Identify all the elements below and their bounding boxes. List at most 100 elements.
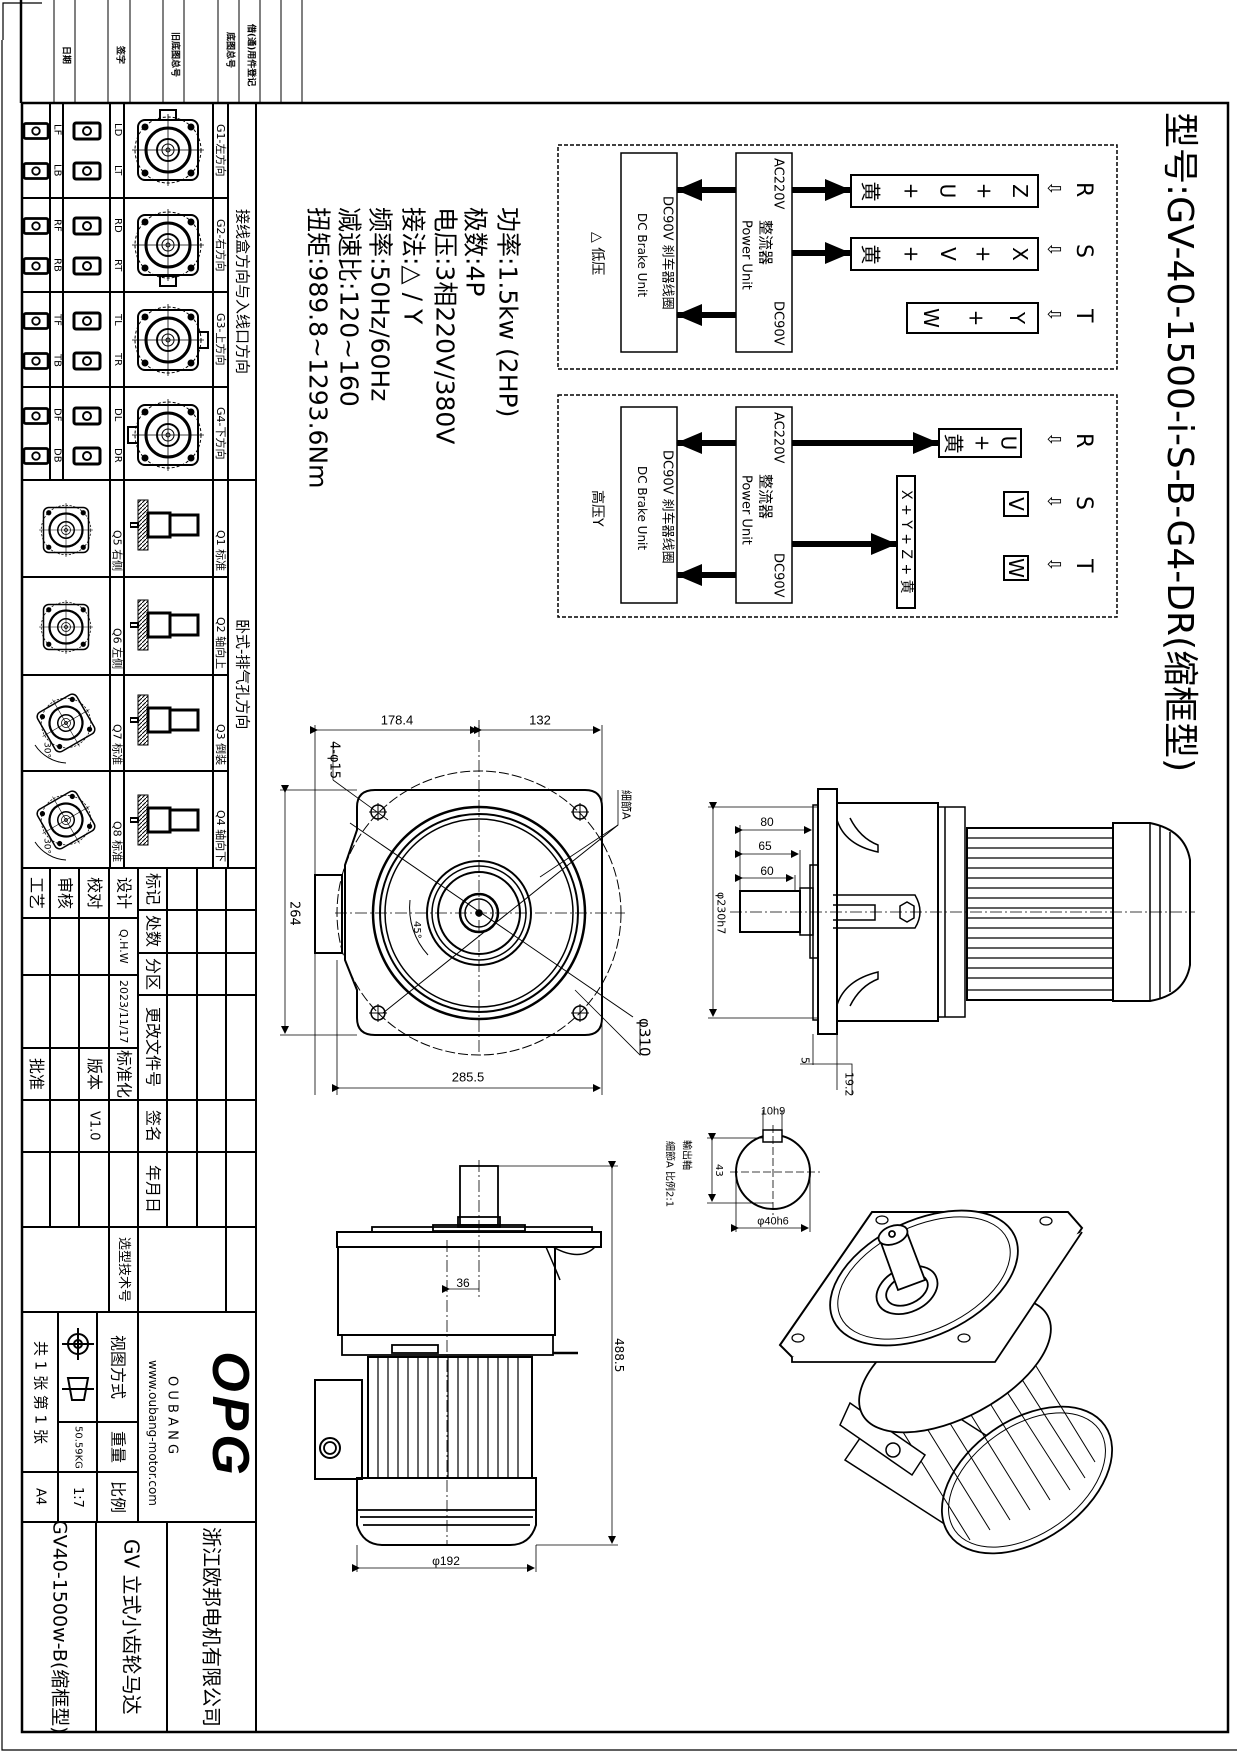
- variant-label: TL: [112, 314, 123, 326]
- arrow-left-icon: ⇦: [1047, 491, 1063, 512]
- dim-shaft-80: 80: [760, 815, 774, 829]
- dim-shaft-h: 43: [713, 1163, 724, 1177]
- terminal-box-w: W: [1003, 555, 1029, 581]
- box-char: X: [1007, 247, 1032, 261]
- tb-design-date: 2023/11/17: [117, 979, 130, 1044]
- side-view: [708, 788, 1195, 1095]
- high-voltage-label: 高压Y: [589, 489, 605, 527]
- title-strip-grid: [22, 103, 257, 1732]
- dim-key: 10h9: [760, 1105, 786, 1118]
- rectifier-box-high: [735, 406, 793, 604]
- spec-frequency: 频率:50Hz/60Hz: [365, 207, 395, 402]
- terminal-s: S: [1071, 244, 1096, 258]
- arrow-left-icon: ⇦: [1047, 554, 1063, 575]
- shaft-section: [707, 1110, 820, 1232]
- terminal-t: T: [1071, 559, 1096, 573]
- tb-sign: 签名: [143, 1109, 163, 1142]
- motor-face-g3-icon: [130, 302, 206, 378]
- install-label: Q1 标准: [214, 529, 227, 571]
- arrow-left-icon: ⇦: [1047, 239, 1063, 260]
- angle-label: 30°: [41, 838, 52, 854]
- front-view: [280, 720, 641, 1095]
- spec-connection: 接法:△ / Y: [398, 207, 428, 325]
- corner-label-date: 日期: [60, 45, 71, 64]
- shaft-note: 細節A 比例2:1: [663, 1140, 675, 1208]
- variant-label: DF: [51, 408, 63, 422]
- box-char: Y: [1005, 311, 1030, 325]
- terminal-box-g3-icon: [197, 331, 209, 349]
- variant-label: LB: [51, 163, 63, 177]
- box-char: 黄: [941, 433, 966, 453]
- terminal-box-g2-icon: [159, 275, 177, 287]
- group-label: G4-下方向: [214, 407, 227, 460]
- variant-label: RF: [51, 218, 63, 232]
- tb-version-label: 版本: [85, 1057, 104, 1090]
- dim-pcd: φ310: [635, 1017, 654, 1057]
- tb-drawing-no: GV40-1500w-B(缩框型): [48, 1520, 71, 1734]
- dimension-lines: [280, 725, 641, 1095]
- opg-logo: OPG: [201, 1351, 259, 1479]
- variant-label: DR: [112, 447, 123, 463]
- arrow-left-icon: ⇦: [1047, 178, 1063, 199]
- dim-offset: 36: [456, 1276, 470, 1290]
- install-label: Q4 轴向下: [214, 809, 227, 862]
- box-char: +: [971, 182, 996, 200]
- box-char: W: [1004, 558, 1028, 578]
- variant-label: LD: [112, 123, 123, 137]
- spec-voltage: 电压:3相220V/380V: [430, 207, 460, 445]
- tb-scale: 1:7: [70, 1486, 85, 1508]
- group-label: G3-上方向: [214, 313, 227, 366]
- group-label: G1-左方向: [214, 124, 227, 177]
- rectifier-en: Power Unit: [738, 475, 754, 545]
- angle-arc: [34, 744, 67, 861]
- dim-front-w1: 178.4: [380, 712, 414, 728]
- brake-en: DC Brake Unit: [635, 212, 649, 298]
- dim-width: 285.5: [451, 1069, 485, 1085]
- tb-mark: 标记: [143, 872, 163, 905]
- box-char: +: [971, 245, 996, 263]
- terminal-r: R: [1071, 433, 1096, 449]
- dim-motor-d: φ192: [432, 1554, 460, 1568]
- terminal-box-xyz: X + Y + Z + 黄: [896, 475, 916, 609]
- terminal-box-zu: Z+U+黄: [850, 174, 1039, 208]
- variant-label: TR: [112, 353, 123, 367]
- dim-5: 5: [798, 1056, 812, 1064]
- terminal-r: R: [1071, 182, 1096, 198]
- spec-torque: 扭矩:989.8~1293.6Nm: [303, 207, 333, 489]
- logo-text: OPG: [201, 1351, 259, 1479]
- bottom-view: [314, 1160, 618, 1572]
- wiring-box-high: [557, 394, 1118, 618]
- low-voltage-label: △ 低压: [589, 232, 605, 276]
- dim-angle: 45°: [411, 921, 422, 939]
- tb-weight-label: 重量: [108, 1430, 128, 1463]
- arrow-left-icon: ⇦: [1047, 429, 1063, 450]
- box-char: +: [970, 434, 995, 452]
- tb-design: 设计: [114, 876, 134, 909]
- side-q3-icon: [130, 693, 200, 747]
- dim-front-w2: 132: [529, 712, 551, 728]
- iso-terminal-box: [839, 1401, 927, 1477]
- install-label: Q3 倒装: [214, 723, 227, 765]
- variant-label: DB: [51, 447, 63, 463]
- install-label: Q8 标准: [110, 820, 124, 862]
- tb-review: 审核: [55, 876, 75, 909]
- terminal-s: S: [1071, 496, 1096, 510]
- terminal-box: [314, 874, 343, 954]
- variant-label: TB: [51, 353, 63, 367]
- spec-ratio: 减速比:120~160: [334, 207, 364, 407]
- rectifier-dc: DC90V: [770, 552, 786, 598]
- projection-symbol-icon: [62, 1328, 94, 1401]
- dim-spigot: φ230h7: [714, 891, 728, 935]
- terminal-box-g4-icon: [127, 426, 139, 444]
- dim-shaft-60: 60: [760, 864, 774, 878]
- tb-check: 校对: [85, 876, 104, 909]
- motor-face-g2-icon: [130, 207, 206, 283]
- terminal-t: T: [1071, 309, 1096, 323]
- brake-name: DC90V 刹车器线圈: [659, 450, 675, 564]
- variant-label: RD: [112, 217, 123, 233]
- motor-face-g4-icon: [130, 397, 206, 473]
- mounting-holes: [369, 803, 589, 1022]
- box-char: U: [995, 435, 1020, 451]
- install-label: Q2 轴向上: [214, 616, 227, 669]
